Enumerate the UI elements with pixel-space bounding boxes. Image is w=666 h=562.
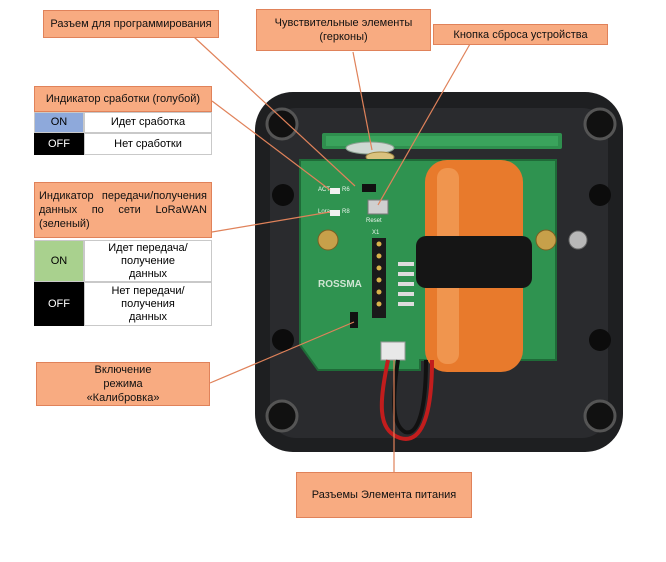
line-lora-indicator (211, 211, 331, 233)
board-lora-label: Lora (318, 209, 331, 215)
screw-right (568, 230, 588, 250)
board-act-label: ACT (318, 187, 330, 193)
screw-top-left (265, 107, 299, 141)
line-trigger-indicator (211, 100, 331, 191)
label-power-connectors: Разъемы Элемента питания (296, 472, 472, 518)
line-reset (377, 43, 471, 206)
mount-hole-4 (589, 329, 611, 351)
mount-hole-1 (272, 184, 294, 206)
label-prog-connector: Разъем для программирования (43, 10, 219, 38)
screw-top-right (583, 107, 617, 141)
line-calibration (209, 321, 355, 384)
prog-connector-part (362, 184, 376, 192)
label-calibration: Включение режима «Калибровка» (36, 362, 210, 406)
mount-hole-3 (589, 184, 611, 206)
trigger-on-desc: Идет сработка (84, 112, 212, 133)
board-reset-label: Reset (366, 218, 382, 224)
board-brand: ROSSMA (318, 279, 362, 290)
line-sensors (352, 51, 373, 151)
led-act (330, 188, 340, 194)
trigger-off-state: OFF (34, 133, 84, 155)
trigger-on-state: ON (34, 112, 84, 133)
brass-post-left (317, 229, 339, 251)
lora-off-state: OFF (34, 282, 84, 326)
screw-bottom-right (583, 399, 617, 433)
brass-post-right (535, 229, 557, 251)
line-prog-connector (193, 36, 356, 187)
label-trigger-indicator: Индикатор сработки (голубой) (34, 86, 212, 112)
reset-button-part (367, 199, 389, 215)
label-lora-indicator: Индикатор передачи/получения данных по с… (34, 182, 212, 238)
led-lora (330, 210, 340, 216)
callout-lines (193, 36, 471, 482)
mount-hole-2 (272, 329, 294, 351)
board-r8-label: R8 (342, 209, 350, 215)
screw-bottom-left (265, 399, 299, 433)
power-connector (380, 341, 406, 361)
lora-on-state: ON (34, 240, 84, 282)
calibration-jumper (350, 312, 358, 328)
red-wire (379, 359, 434, 441)
battery-strap (416, 236, 532, 288)
pin-header (372, 238, 386, 318)
label-sensors: Чувствительные элементы (герконы) (256, 9, 431, 51)
board-x1-label: X1 (372, 230, 380, 236)
pin-row-right (398, 262, 414, 306)
lora-off-desc: Нет передачи/получения данных (84, 282, 212, 326)
board-r6-label: R6 (342, 187, 350, 193)
trigger-off-desc: Нет сработки (84, 133, 212, 155)
sensor-board-face (326, 136, 558, 146)
lora-on-desc: Идет передача/получение данных (84, 240, 212, 282)
label-reset-button: Кнопка сброса устройства (433, 24, 608, 45)
